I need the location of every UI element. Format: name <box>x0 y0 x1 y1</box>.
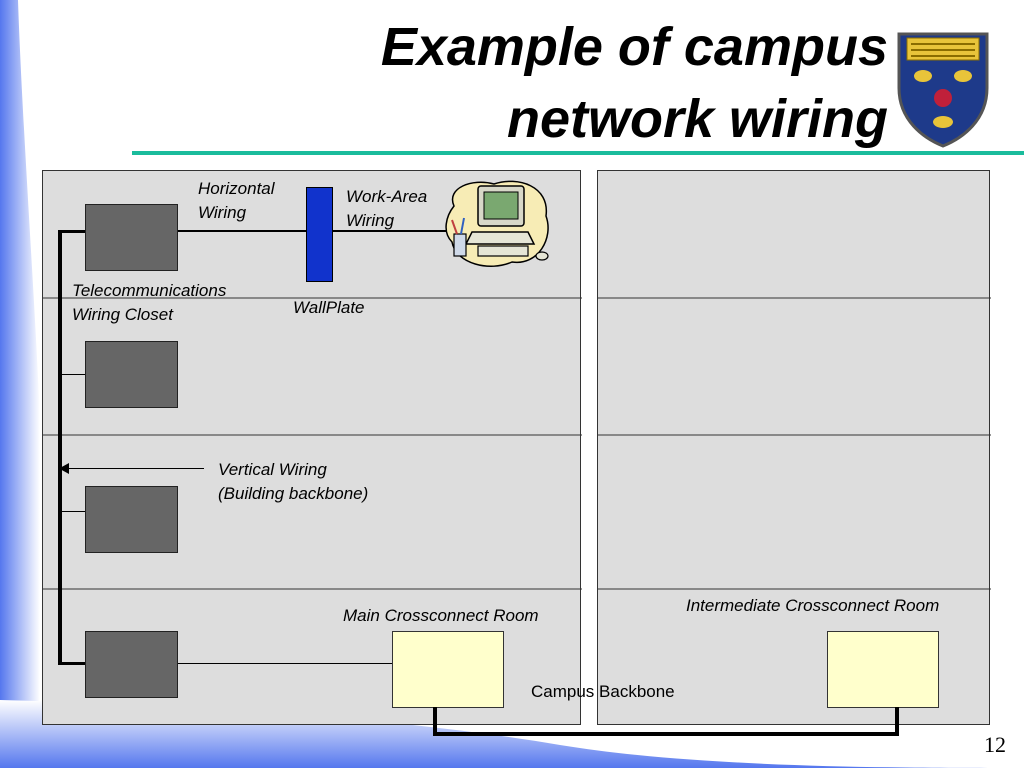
intermediate-crossconnect-label: Intermediate Crossconnect Room <box>686 596 940 615</box>
closet-stub <box>60 511 86 512</box>
page-title-line-2: network wiring <box>506 89 888 149</box>
intermediate-crossconnect-room <box>827 631 939 708</box>
vertical-wiring-label-line-1: Vertical Wiring <box>218 460 327 479</box>
closet-stub <box>60 662 86 665</box>
vertical-wiring-pointer <box>64 468 204 469</box>
page-number: 12 <box>984 732 1006 757</box>
vertical-backbone-line <box>58 230 62 665</box>
telecom-closet-floor-2 <box>85 486 178 553</box>
campus-backbone-line <box>433 707 899 736</box>
telecom-closet-floor-1 <box>85 631 178 698</box>
horizontal-wiring-label-line-1: Horizontal <box>198 179 275 198</box>
horizontal-wiring-line <box>178 230 308 232</box>
wallplate <box>306 187 333 282</box>
telecom-closet-label-line-1: Telecommunications <box>72 281 227 300</box>
arrowhead-icon <box>59 463 69 474</box>
work-area-wiring-label-line-2: Wiring <box>346 211 395 230</box>
wallplate-label: WallPlate <box>293 298 365 317</box>
university-crest-icon <box>897 32 989 148</box>
floor-1-to-crossconnect-line <box>178 663 393 664</box>
work-area-wiring-label-line-1: Work-Area <box>346 187 428 206</box>
page-title-line-1: Example of campus <box>380 17 888 77</box>
horizontal-wiring-label-line-2: Wiring <box>198 203 247 222</box>
title-rule <box>132 151 1024 155</box>
main-crossconnect-room <box>392 631 504 708</box>
computer-workstation-icon <box>445 180 549 267</box>
closet-stub <box>60 230 86 233</box>
vertical-wiring-label-line-2: (Building backbone) <box>218 484 369 503</box>
telecom-closet-label-line-2: Wiring Closet <box>72 305 173 324</box>
closet-stub <box>60 374 86 375</box>
main-crossconnect-label: Main Crossconnect Room <box>343 606 539 625</box>
work-area-wiring-line <box>333 230 453 232</box>
telecom-closet-floor-3 <box>85 341 178 408</box>
left-swoosh <box>0 0 40 768</box>
telecom-closet-floor-4 <box>85 204 178 271</box>
campus-backbone-label: Campus Backbone <box>531 682 675 701</box>
